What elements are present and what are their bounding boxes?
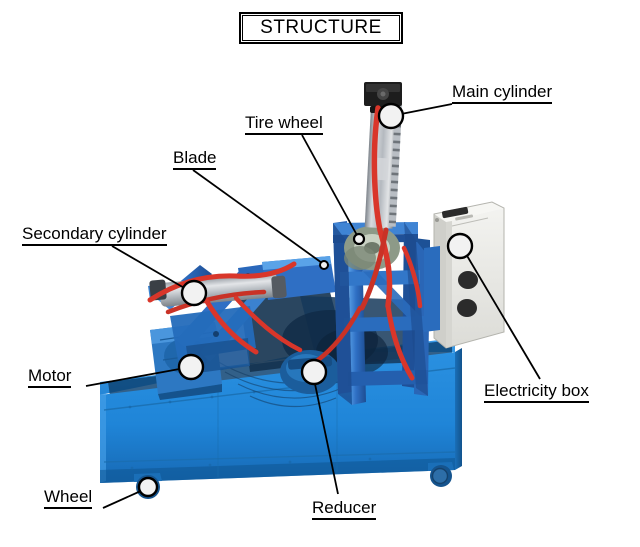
cabinet-mount <box>424 246 440 332</box>
tire-wheel-part <box>344 226 400 270</box>
callout-label-blade: Blade <box>173 148 217 170</box>
reducer-part <box>280 350 340 394</box>
callout-label-tire-wheel: Tire wheel <box>245 113 323 135</box>
electricity-box-part <box>433 201 505 349</box>
diagram-title-box: STRUCTURE <box>239 12 403 44</box>
callout-label-reducer: Reducer <box>312 498 377 520</box>
callout-label-motor: Motor <box>28 366 72 388</box>
callout-label-secondary-cylinder: Secondary cylinder <box>22 224 167 246</box>
callout-label-electricity-box: Electricity box <box>484 381 589 403</box>
diagram-title-inner: STRUCTURE <box>242 15 400 41</box>
callout-label-main-cylinder: Main cylinder <box>452 82 553 104</box>
page-title: STRUCTURE <box>260 17 382 38</box>
callout-label-wheel: Wheel <box>44 487 93 509</box>
main-cylinder-part <box>359 82 403 311</box>
hydraulic-hoses <box>233 245 423 381</box>
